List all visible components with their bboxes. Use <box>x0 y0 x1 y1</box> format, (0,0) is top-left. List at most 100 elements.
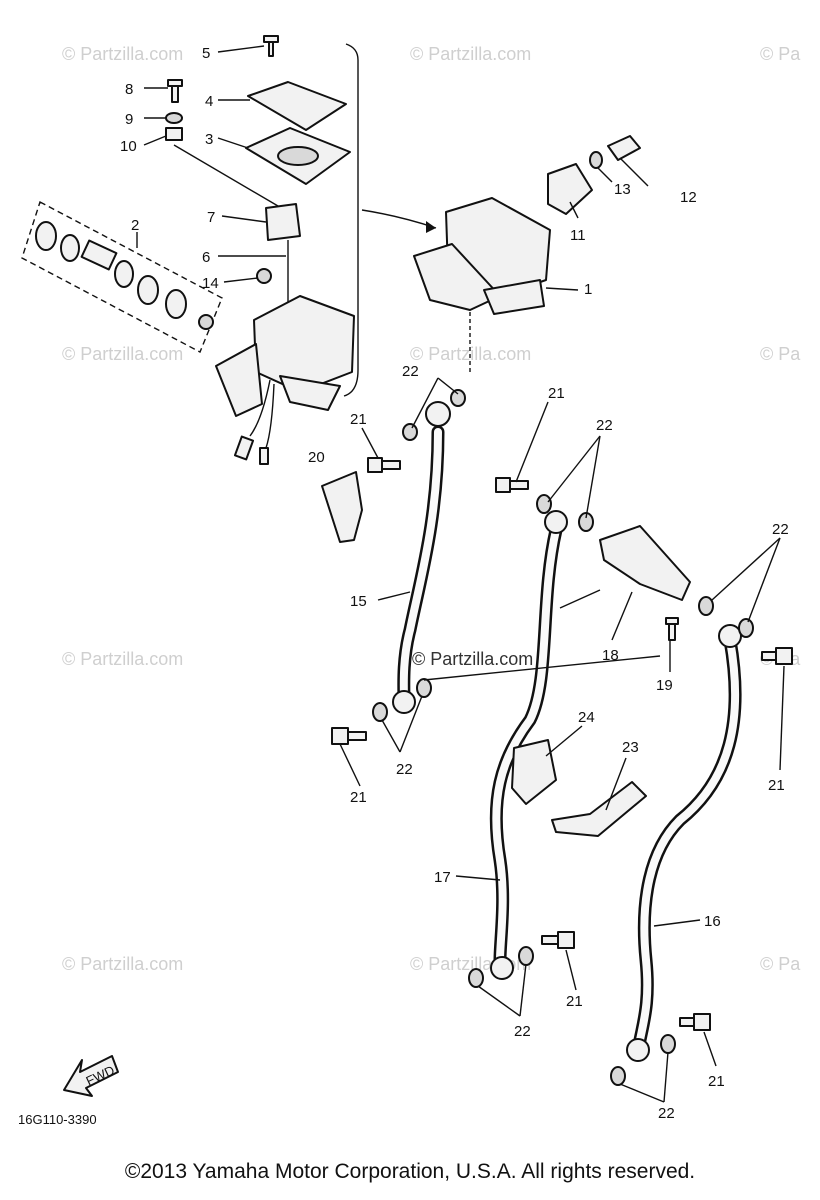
piston-part <box>60 234 80 262</box>
callout-21: 21 <box>708 1073 725 1090</box>
callouts: 1 2 3 4 5 6 7 8 9 10 11 12 13 14 15 16 1… <box>120 45 789 1122</box>
bolt-14 <box>256 268 272 284</box>
union-bolt-21 <box>331 727 367 745</box>
gasket-22 <box>698 596 714 616</box>
master-cylinder-assembled <box>413 135 641 372</box>
callout-20: 20 <box>308 449 325 466</box>
watermark: © Partzilla.com <box>412 649 533 669</box>
callout-13: 13 <box>614 181 631 198</box>
gasket-22 <box>738 618 754 638</box>
gasket-22 <box>610 1066 626 1086</box>
piston-part <box>35 221 57 251</box>
brake-hoses <box>392 401 742 1062</box>
callout-14: 14 <box>202 275 219 292</box>
gasket-22 <box>536 494 552 514</box>
holder-11 <box>547 163 593 215</box>
master-cylinder-assembly <box>21 35 437 465</box>
screw-5 <box>263 35 279 57</box>
callout-22: 22 <box>396 761 413 778</box>
master-cylinder-clamp-assembled <box>413 243 501 311</box>
master-cylinder-clamp <box>215 343 263 417</box>
callout-18: 18 <box>602 647 619 664</box>
bolt-19 <box>665 617 679 641</box>
brake-hose-16 <box>633 633 742 1047</box>
master-cylinder-body <box>253 295 355 393</box>
callout-12: 12 <box>680 189 697 206</box>
callout-22: 22 <box>514 1023 531 1040</box>
callout-21: 21 <box>350 411 367 428</box>
watermark: © Partzilla.com <box>62 344 183 364</box>
callout-1: 1 <box>584 281 592 298</box>
assembly-arrow <box>361 209 437 229</box>
gasket-22 <box>416 678 432 698</box>
leader <box>173 144 279 207</box>
callout-21: 21 <box>548 385 565 402</box>
callout-16: 16 <box>704 913 721 930</box>
callout-22: 22 <box>772 521 789 538</box>
reservoir-cap <box>247 81 347 131</box>
switch-wire <box>249 379 275 449</box>
union-bolts <box>331 389 793 1086</box>
copyright-text: ©2013 Yamaha Motor Corporation, U.S.A. A… <box>124 1160 696 1183</box>
diaphragm-boot <box>277 146 319 166</box>
gasket-22 <box>578 512 594 532</box>
watermark: © Pa <box>760 344 801 364</box>
brake-hose-17-inner <box>492 526 560 964</box>
assembly-bracket <box>343 43 359 397</box>
callout-22: 22 <box>658 1105 675 1122</box>
banjo-fitting <box>490 956 514 980</box>
gasket-22 <box>402 423 418 441</box>
callout-21: 21 <box>566 993 583 1010</box>
bolt-8 <box>167 79 183 103</box>
fwd-label: FWD <box>84 1062 117 1088</box>
callout-19: 19 <box>656 677 673 694</box>
banjo-fitting <box>718 624 742 648</box>
callout-8: 8 <box>125 81 133 98</box>
piston-part <box>137 275 159 305</box>
banjo-fitting <box>425 401 451 427</box>
callout-3: 3 <box>205 131 213 148</box>
brake-hose-16-inner <box>636 636 740 1044</box>
fwd-arrow-icon <box>63 1055 119 1097</box>
callout-22: 22 <box>596 417 613 434</box>
piston <box>80 239 118 271</box>
gasket-22 <box>660 1034 676 1054</box>
leader-lines <box>136 45 785 1103</box>
bolt-12-head <box>607 135 641 161</box>
wire-connector <box>233 435 255 461</box>
switch-cover <box>265 203 301 241</box>
gasket-22 <box>372 702 388 722</box>
union-bolt-21 <box>541 931 575 949</box>
watermark: © Partzilla.com <box>62 44 183 64</box>
callout-7: 7 <box>207 209 215 226</box>
callout-17: 17 <box>434 869 451 886</box>
piston-part <box>165 289 187 319</box>
master-cylinder-lower <box>279 375 341 411</box>
callout-10: 10 <box>120 138 137 155</box>
banjo-fitting <box>392 690 416 714</box>
diagram-code: 16G110-3390 <box>18 1112 97 1127</box>
callout-21: 21 <box>768 777 785 794</box>
piston-kit-box <box>21 200 223 353</box>
watermark: © Pa <box>760 954 801 974</box>
forward-arrow: FWD <box>63 1055 119 1097</box>
callout-24: 24 <box>578 709 595 726</box>
master-cylinder-lower-assembled <box>483 279 545 315</box>
callout-4: 4 <box>205 93 213 110</box>
brake-hose-joint <box>599 525 691 601</box>
gasket-22 <box>518 946 534 966</box>
banjo-fitting <box>626 1038 650 1062</box>
gasket-22 <box>450 389 466 407</box>
hose-bracket-23 <box>551 781 647 837</box>
watermark: © Partzilla.com <box>62 649 183 669</box>
callout-9: 9 <box>125 111 133 128</box>
gasket-22 <box>468 968 484 988</box>
callout-15: 15 <box>350 593 367 610</box>
watermark: © Pa <box>760 44 801 64</box>
callout-5: 5 <box>202 45 210 62</box>
wire-connector <box>259 447 269 465</box>
callout-6: 6 <box>202 249 210 266</box>
union-bolt-21 <box>367 457 401 473</box>
callout-22: 22 <box>402 363 419 380</box>
